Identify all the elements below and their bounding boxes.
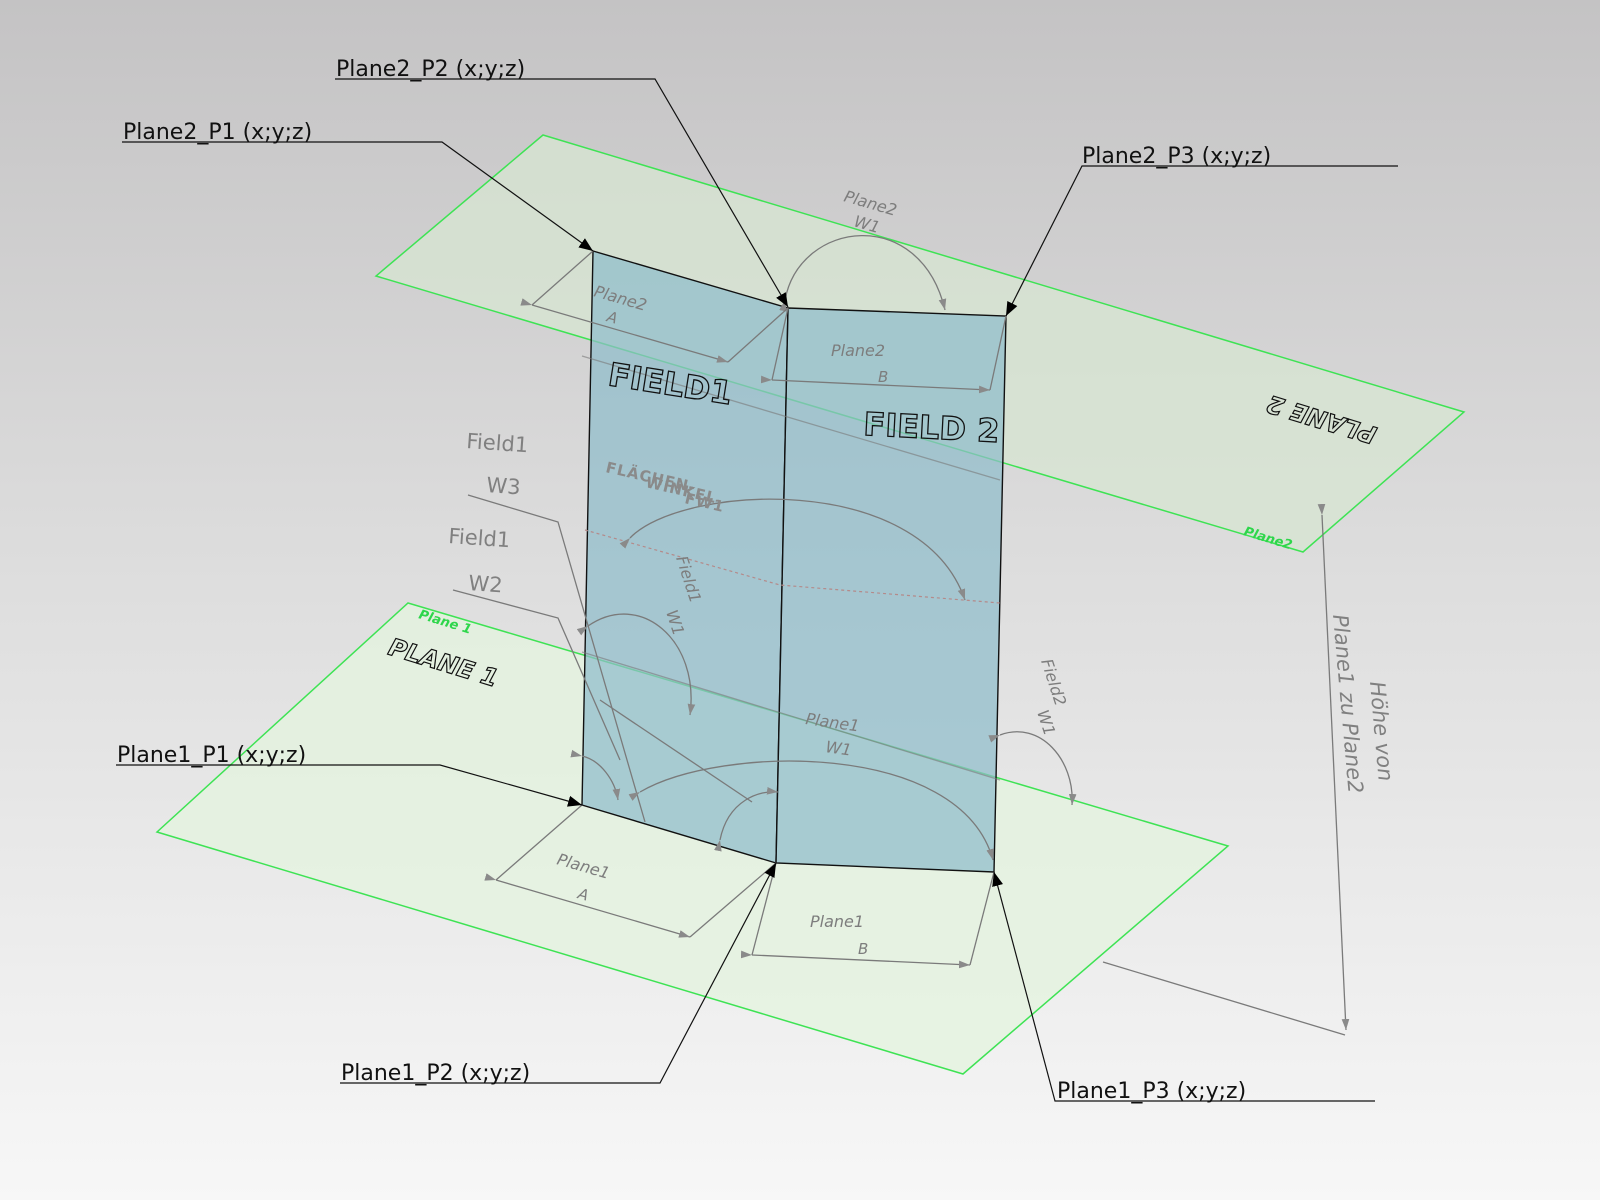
- field1-w3-value: W3: [486, 473, 522, 499]
- plane1-w1-value: W1: [824, 737, 852, 759]
- field2-label: FIELD 2: [863, 405, 1001, 450]
- height-line1: Höhe von: [1365, 680, 1398, 782]
- plane1-b-name: Plane1: [810, 912, 864, 931]
- field2-face: [775, 307, 1007, 873]
- callout-plane2-p1: Plane2_P1 (x;y;z): [123, 120, 312, 145]
- plane1-b-value: B: [858, 940, 868, 958]
- callout-plane1-p1: Plane1_P1 (x;y;z): [117, 743, 306, 768]
- plane2-b-name: Plane2: [831, 341, 885, 360]
- field1-w2-name: Field1: [448, 524, 511, 552]
- plane2-b-value: B: [878, 368, 888, 386]
- callout-plane1-p2: Plane1_P2 (x;y;z): [341, 1061, 530, 1086]
- callout-plane1-p3: Plane1_P3 (x;y;z): [1057, 1079, 1246, 1104]
- callout-plane2-p3: Plane2_P3 (x;y;z): [1082, 144, 1271, 169]
- field1-w2-value: W2: [468, 571, 504, 597]
- plane1-a-value: A: [575, 884, 591, 904]
- field2-w1-value: W1: [1033, 707, 1059, 738]
- plane2-a-value: A: [604, 307, 620, 327]
- callout-plane2-p2: Plane2_P2 (x;y;z): [336, 57, 525, 82]
- field2-w1-name: Field2: [1037, 656, 1070, 708]
- field1-w3-name: Field1: [466, 429, 529, 457]
